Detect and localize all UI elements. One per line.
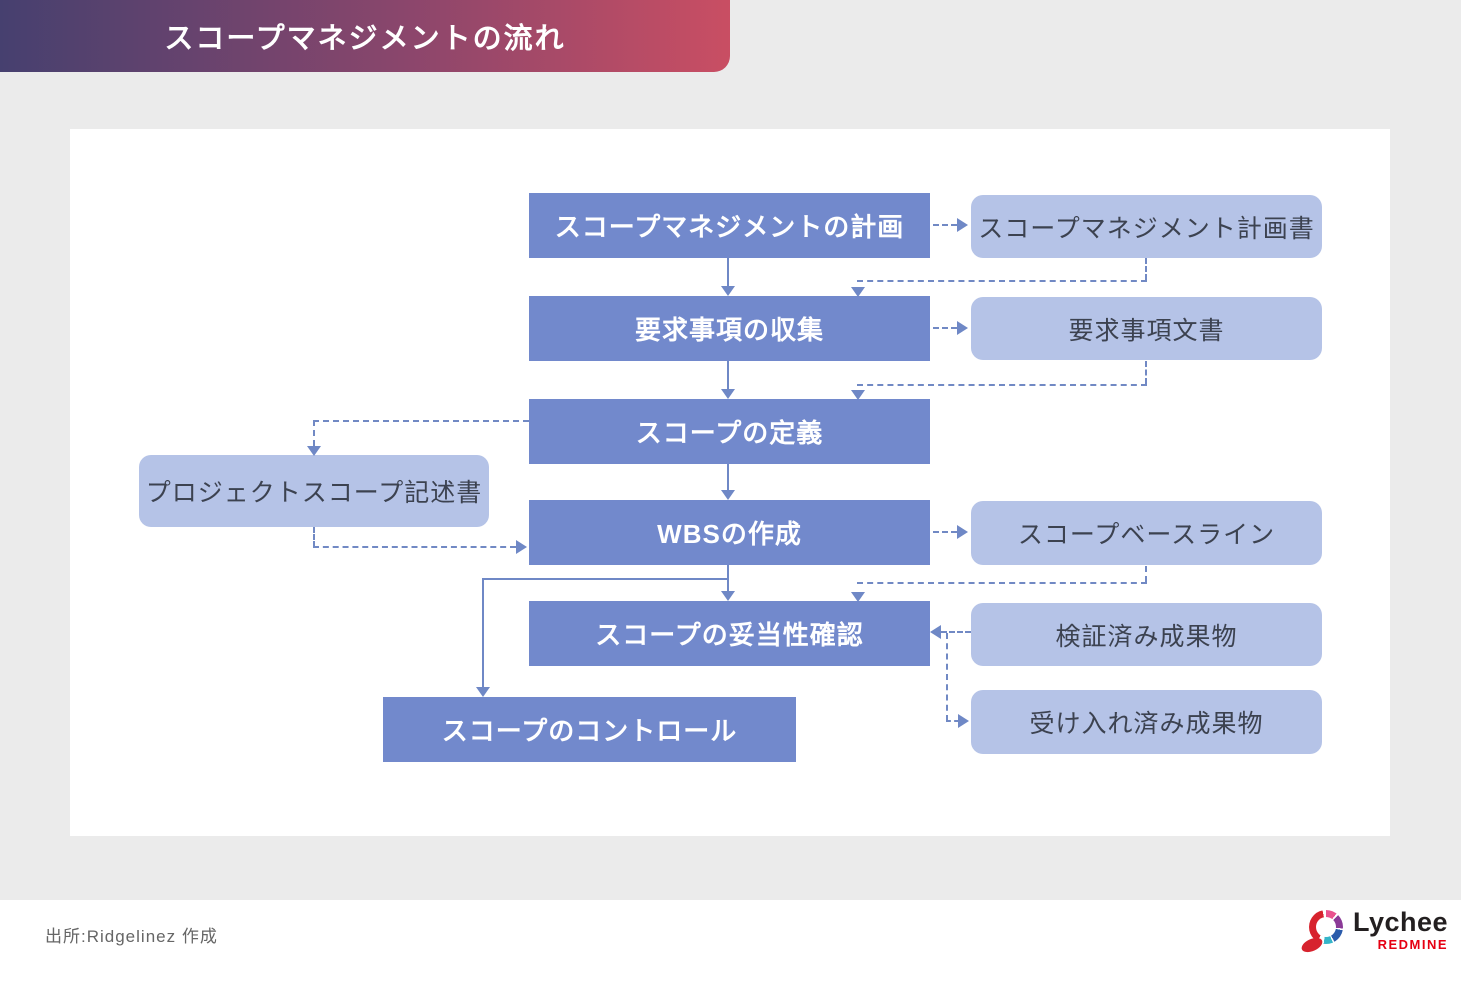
- page-title: スコープマネジメントの流れ: [164, 23, 566, 55]
- flow-step-control: スコープのコントロール: [383, 697, 796, 762]
- flow-step-validate: スコープの妥当性確認: [529, 601, 930, 666]
- lychee-leaf-icon: [1299, 935, 1325, 955]
- dashed-verified-to-validate: [941, 631, 971, 633]
- dashed-validate-drop: [946, 633, 948, 721]
- arrowhead-plan-to-collect: [721, 286, 735, 296]
- flow-step-define: スコープの定義: [529, 399, 930, 464]
- dashed-define-across-left: [313, 420, 529, 422]
- arrow-wbs-to-validate: [727, 565, 729, 592]
- arrow-to-control-vertical: [482, 578, 484, 688]
- arrowhead-wbs-to-validate: [721, 591, 735, 601]
- dashed-arrow-collect-to-req-doc: [933, 327, 957, 329]
- arrowhead-plan-to-plan-doc: [957, 218, 968, 232]
- dashed-arrow-plan-to-plan-doc: [933, 224, 957, 226]
- arrowhead-wbs-to-baseline: [957, 525, 968, 539]
- artifact-scope-management-plan: スコープマネジメント計画書: [971, 195, 1322, 258]
- header-banner: スコープマネジメントの流れ: [0, 0, 730, 72]
- arrow-plan-to-collect: [727, 258, 729, 289]
- dashed-plan-doc-drop: [1145, 258, 1147, 280]
- dashed-req-doc-drop: [1145, 361, 1147, 384]
- arrowhead-plan-doc-to-collect: [851, 287, 865, 297]
- source-note: 出所:Ridgelinez 作成: [45, 927, 218, 946]
- dashed-req-doc-across: [857, 384, 1147, 386]
- dashed-baseline-across: [857, 582, 1147, 584]
- dashed-arrow-wbs-to-baseline: [933, 531, 957, 533]
- lychee-logo-text: Lychee REDMINE: [1353, 907, 1449, 952]
- arrowhead-define-to-statement: [307, 446, 321, 456]
- lychee-logo-name: Lychee: [1353, 907, 1449, 937]
- dashed-define-drop: [313, 420, 315, 446]
- dashed-validate-across: [946, 720, 959, 722]
- arrow-collect-to-define: [727, 361, 729, 390]
- flow-step-plan: スコープマネジメントの計画: [529, 193, 930, 258]
- arrow-define-to-wbs: [727, 464, 729, 491]
- artifact-requirements-doc: 要求事項文書: [971, 297, 1322, 360]
- flow-step-wbs: WBSの作成: [529, 500, 930, 565]
- arrowhead-to-control: [476, 687, 490, 697]
- artifact-accepted-deliverables: 受け入れ済み成果物: [971, 690, 1322, 754]
- arrowhead-statement-to-wbs: [516, 540, 527, 554]
- arrowhead-baseline-to-validate: [851, 592, 865, 602]
- lychee-logo-subtext: REDMINE: [1377, 936, 1449, 952]
- arrowhead-collect-to-define: [721, 389, 735, 399]
- arrowhead-validate-to-accepted: [958, 714, 969, 728]
- artifact-verified-deliverables: 検証済み成果物: [971, 603, 1322, 666]
- artifact-scope-baseline: スコープベースライン: [971, 501, 1322, 565]
- dashed-plan-doc-across: [857, 280, 1147, 282]
- arrowhead-verified-to-validate: [930, 625, 941, 639]
- arrowhead-req-doc-to-define: [851, 390, 865, 400]
- dashed-baseline-drop: [1145, 566, 1147, 582]
- lychee-logo-icon: [1299, 908, 1347, 955]
- arrow-to-control-horizontal: [482, 578, 728, 580]
- flow-step-collect: 要求事項の収集: [529, 296, 930, 361]
- lychee-logo: Lychee REDMINE: [1299, 907, 1449, 955]
- dashed-statement-drop: [313, 527, 315, 547]
- dashed-statement-across: [313, 546, 516, 548]
- arrowhead-collect-to-req-doc: [957, 321, 968, 335]
- arrowhead-define-to-wbs: [721, 490, 735, 500]
- artifact-project-scope-statement: プロジェクトスコープ記述書: [139, 455, 489, 527]
